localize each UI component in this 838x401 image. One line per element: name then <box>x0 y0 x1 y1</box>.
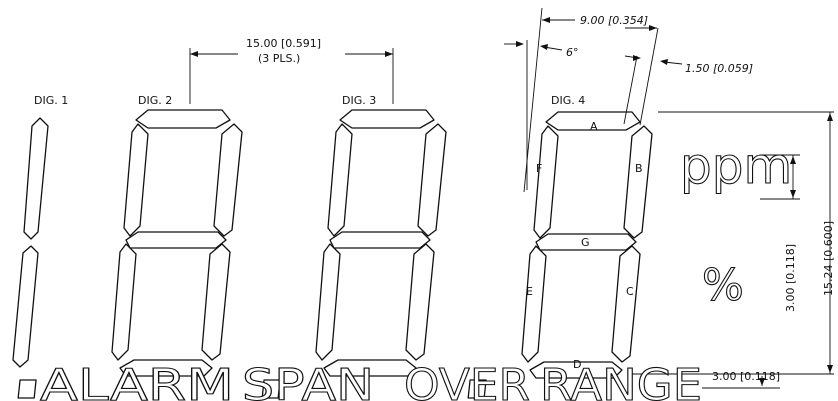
digit-4-segment-c <box>611 245 641 363</box>
unit-percent: % <box>702 260 744 311</box>
decimal-point-1 <box>17 379 37 399</box>
legend-span: SPAN <box>242 360 374 401</box>
digit-4 <box>521 111 653 379</box>
digit-label-4: DIG. 4 <box>551 94 585 107</box>
digit-4-segment-b <box>623 125 653 239</box>
decimal-point-3 <box>467 379 487 399</box>
legend-height-text: 3.00 [0.118] <box>712 370 780 383</box>
segment-label-c: C <box>626 285 634 298</box>
digit-2-segment-a <box>135 109 231 129</box>
digit-3-segment-c <box>405 243 435 361</box>
digit-2-segment-c <box>201 243 231 361</box>
digit-pitch-text: 15.00 [0.591] <box>246 37 321 50</box>
digit-1-segment-c <box>12 245 39 368</box>
digit-3-segment-e <box>315 243 341 361</box>
digit-2-segment-d <box>119 359 213 377</box>
segment-label-e: E <box>526 285 533 298</box>
unit-height-text: 3.00 [0.118] <box>784 244 797 312</box>
digit-3-segment-a <box>339 109 435 129</box>
digit-label-1: DIG. 1 <box>34 94 68 107</box>
legend-height-dimension: 3.00 [0.118] <box>702 370 780 389</box>
digit-4-segment-d <box>529 361 623 379</box>
digit-height-dimension: 15.24 [0.600] <box>628 111 835 375</box>
digit-3 <box>315 109 447 377</box>
digit-label-2: DIG. 2 <box>138 94 172 107</box>
digit-2-segment-e <box>111 243 137 361</box>
digit-2-segment-b <box>213 123 243 237</box>
digit-3-segment-d <box>323 359 417 377</box>
legend-range: RANGE <box>540 360 702 401</box>
slant-angle-text: 6° <box>566 46 579 59</box>
segment-label-f: F <box>536 162 542 175</box>
segment-thickness-text: 1.50 [0.059] <box>685 62 753 75</box>
digit-height-text: 15.24 [0.600] <box>822 221 835 296</box>
slant-angle-dimension: 6° <box>504 40 579 190</box>
digit-4-segment-f <box>533 125 559 239</box>
digit-4-segment-g <box>535 233 637 251</box>
digit-pitch-dimension: 15.00 [0.591] (3 PLS.) <box>189 37 394 104</box>
digit-pitch-note: (3 PLS.) <box>258 52 300 65</box>
segment-label-b: B <box>635 162 643 175</box>
unit-ppm: ppm <box>680 137 792 195</box>
segment-width-text: 9.00 [0.354] <box>580 14 648 27</box>
unit-height-dimension: 3.00 [0.118] <box>760 154 800 312</box>
segment-label-d: D <box>573 358 581 371</box>
segment-label-g: G <box>581 236 590 249</box>
digit-3-segment-g <box>329 231 431 249</box>
digit-label-3: DIG. 3 <box>342 94 376 107</box>
digits-group <box>111 109 653 379</box>
digit-1 <box>12 117 49 368</box>
digit-1-segment-b <box>23 117 49 240</box>
legend-over: OVER <box>404 360 530 401</box>
legend-alarm: ALARM <box>40 360 234 401</box>
digit-4-segment-e <box>521 245 547 363</box>
decimal-point-2 <box>261 379 281 399</box>
digit-2-segment-f <box>123 123 149 237</box>
digit-4-segment-a <box>545 111 641 131</box>
digit-2-segment-g <box>125 231 227 249</box>
digit-3-segment-b <box>417 123 447 237</box>
segment-label-a: A <box>590 120 598 133</box>
digit-2 <box>111 109 243 377</box>
digit-3-segment-f <box>327 123 353 237</box>
segment-thickness-dimension: 1.50 [0.059] <box>623 55 753 125</box>
